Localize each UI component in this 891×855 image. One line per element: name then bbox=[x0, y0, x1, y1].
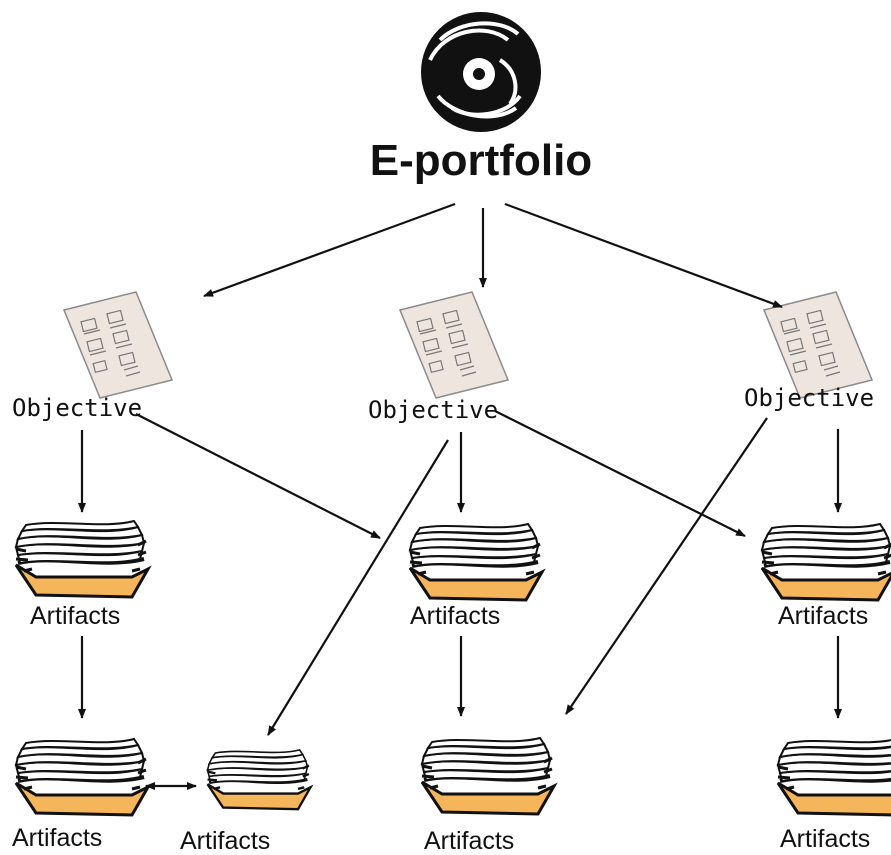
document-sheet-icon bbox=[63, 291, 173, 399]
paper-stack-tray-icon bbox=[14, 737, 150, 817]
paper-stack-tray-icon bbox=[14, 519, 150, 599]
artifacts-label: Artifacts bbox=[778, 602, 868, 630]
objective-label: Objective bbox=[744, 384, 874, 412]
document-sheet-icon bbox=[399, 291, 509, 399]
root-title: E-portfolio bbox=[370, 136, 592, 185]
paper-stack-tray-icon bbox=[776, 737, 891, 817]
paper-stack-tray-icon bbox=[420, 736, 556, 816]
objective-label: Objective bbox=[12, 394, 142, 422]
artifacts-label: Artifacts bbox=[180, 827, 270, 855]
document-sheet-icon bbox=[763, 291, 873, 399]
paper-stack-tray-icon bbox=[205, 748, 313, 811]
artifacts-label: Artifacts bbox=[780, 825, 870, 853]
disc-icon bbox=[421, 12, 541, 132]
arrow-root-to-objective-1 bbox=[203, 202, 456, 298]
artifacts-label: Artifacts bbox=[30, 602, 120, 630]
arrow-root-to-objective-3 bbox=[504, 202, 783, 309]
artifacts-label: Artifacts bbox=[12, 824, 102, 852]
arrow-objective-2-to-artifacts-right bbox=[494, 410, 746, 537]
arrow-objective-1-to-artifacts-center bbox=[135, 413, 381, 539]
arrow-objective-3-to-artifacts-bottom-center bbox=[565, 417, 768, 715]
objective-label: Objective bbox=[368, 396, 498, 424]
artifacts-label: Artifacts bbox=[410, 602, 500, 630]
paper-stack-tray-icon bbox=[760, 522, 891, 602]
arrow-objective-2-to-artifacts-bottom-left bbox=[267, 439, 449, 736]
paper-stack-tray-icon bbox=[408, 522, 544, 602]
artifacts-label: Artifacts bbox=[424, 827, 514, 855]
